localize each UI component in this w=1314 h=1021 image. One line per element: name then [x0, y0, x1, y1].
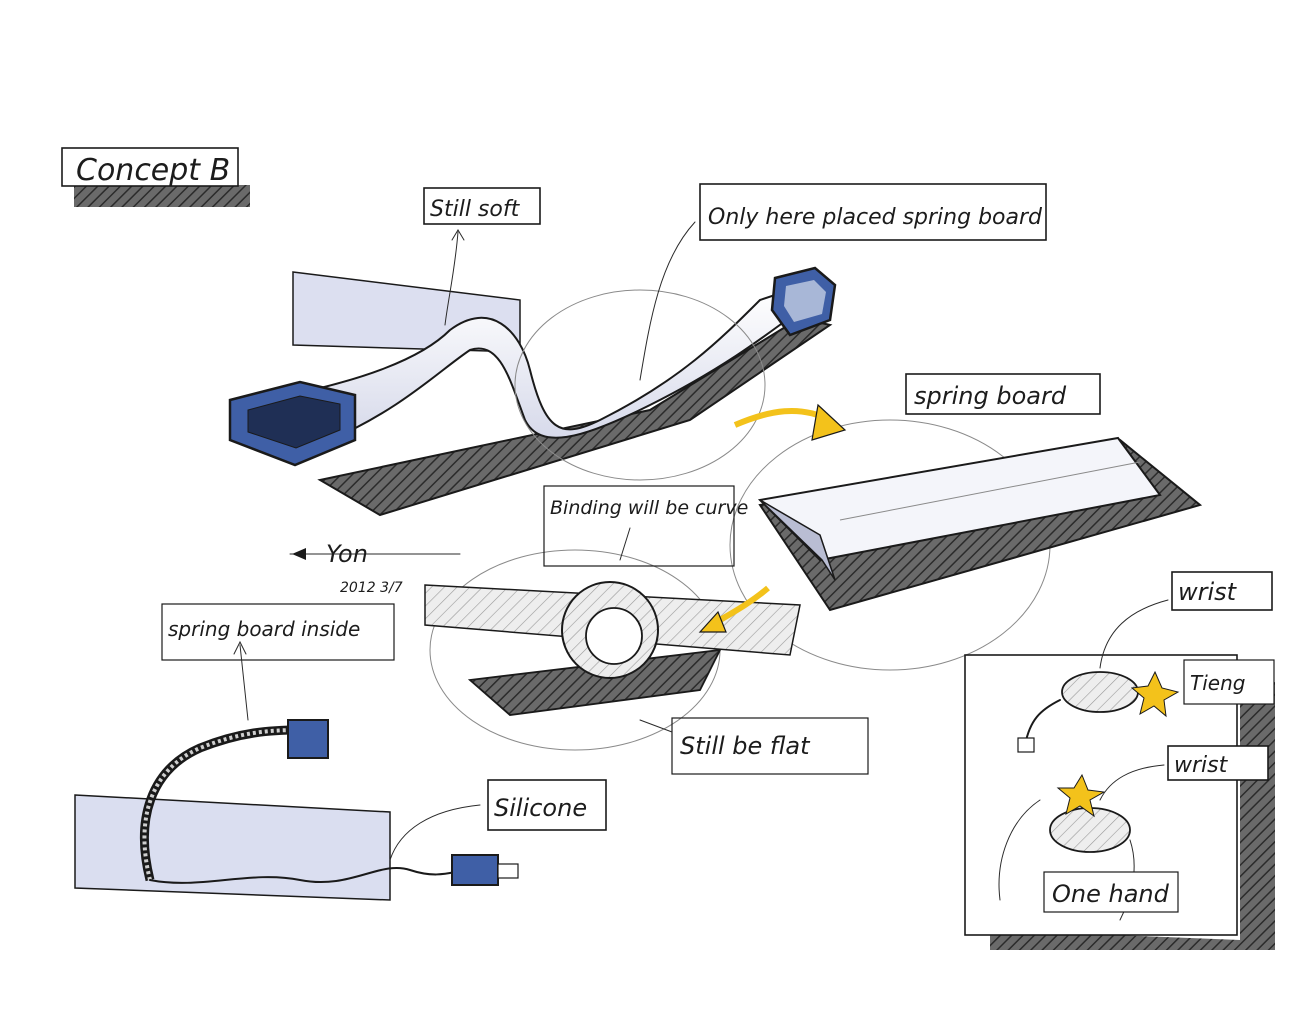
spring-board-inside-arrowhead	[233, 640, 247, 655]
snap-burst-top	[1130, 670, 1180, 718]
still-flat-label: Still be flat	[680, 732, 811, 760]
signature-date: 2012 3/7	[340, 580, 403, 596]
silicone-cable-sketch	[74, 719, 519, 901]
cable-tip	[497, 863, 519, 879]
tieng-frame	[1183, 659, 1275, 705]
still-flat-frame	[671, 717, 869, 775]
wrist-top-leader	[1099, 599, 1169, 669]
device-bottom-body	[1049, 807, 1131, 853]
binding-label: Binding will be curve	[550, 497, 748, 519]
concept-title: Concept B	[76, 153, 230, 188]
spring-board-frame	[905, 373, 1101, 415]
spring-board-crease	[839, 461, 1141, 521]
still-soft-callout: Still soft	[423, 187, 541, 326]
only-here-label: Only here placed spring board	[708, 205, 1043, 230]
base-rail	[317, 316, 833, 517]
still-flat-callout: Still be flat	[639, 717, 869, 775]
binding-callout: Binding will be curve	[543, 485, 748, 567]
silicone-label: Silicone	[494, 794, 587, 822]
device-top-body	[1061, 671, 1139, 713]
cable-background-panel	[74, 794, 391, 901]
still-soft-frame	[423, 187, 541, 225]
wrist-panel-shadow	[990, 680, 1275, 950]
still-soft-label: Still soft	[430, 197, 521, 222]
title-shadow	[74, 185, 250, 207]
only-here-frame	[699, 183, 1047, 241]
still-soft-arrowhead	[451, 229, 465, 241]
spring-board-top-face	[757, 436, 1162, 562]
hand-outline-left	[998, 799, 1041, 901]
still-flat-leader	[639, 719, 673, 733]
right-cap-opening	[784, 280, 826, 322]
device-top-tip	[1017, 737, 1035, 753]
spring-board-inside-callout: spring board inside	[161, 603, 395, 721]
yellow-arrowhead-top	[811, 403, 847, 441]
left-cap-opening	[247, 395, 341, 449]
strap-assembly-sketch	[228, 266, 837, 517]
spring-board-sketch	[729, 419, 1203, 671]
one-hand-frame	[1043, 871, 1179, 913]
snap-burst-bottom	[1056, 773, 1106, 818]
binding-curl-inner	[585, 607, 643, 665]
signature-block: Yon 2012 3/7	[289, 540, 461, 596]
wrist-bottom-label: wrist	[1174, 753, 1229, 778]
wrist-top-label: wrist	[1178, 578, 1238, 606]
cable-end-cap-bottom	[451, 854, 499, 886]
spring-board-inside-frame	[161, 603, 395, 661]
one-hand-label: One hand	[1052, 880, 1170, 908]
cable-end-cap-top	[287, 719, 329, 759]
cable-wavy-strap	[149, 866, 471, 884]
spring-board-inside-leader	[239, 644, 249, 721]
binding-curl-sketch	[424, 549, 801, 751]
cable-braided-inner	[142, 728, 301, 881]
only-here-callout: Only here placed spring board	[639, 183, 1047, 381]
wrist-bottom-frame	[1167, 745, 1269, 781]
binding-frame	[543, 485, 735, 567]
yellow-arrowhead-middle	[698, 610, 727, 633]
spring-board-label: spring board	[914, 382, 1067, 410]
spring-board-inside-label: spring board inside	[168, 617, 360, 641]
spring-board-callout: spring board	[905, 373, 1101, 415]
wrist-top-frame	[1171, 571, 1273, 611]
wrist-panel: wrist Tieng wrist One hand	[964, 571, 1275, 950]
cable-silicone-leader	[389, 804, 481, 861]
signature-arrowhead	[292, 548, 306, 560]
wrist-bottom-leader	[1099, 764, 1165, 801]
construction-circle-top	[514, 289, 766, 481]
silicone-frame	[487, 779, 607, 831]
spring-board-end-face	[759, 499, 836, 581]
signature-name: Yon	[326, 540, 368, 568]
silicone-callout: Silicone	[487, 779, 607, 831]
tieng-label: Tieng	[1190, 671, 1245, 695]
binding-leader	[619, 527, 631, 561]
title-frame	[61, 147, 239, 187]
title-block: Concept B	[61, 147, 250, 207]
still-soft-leader	[444, 231, 459, 326]
only-here-leader	[639, 221, 696, 381]
